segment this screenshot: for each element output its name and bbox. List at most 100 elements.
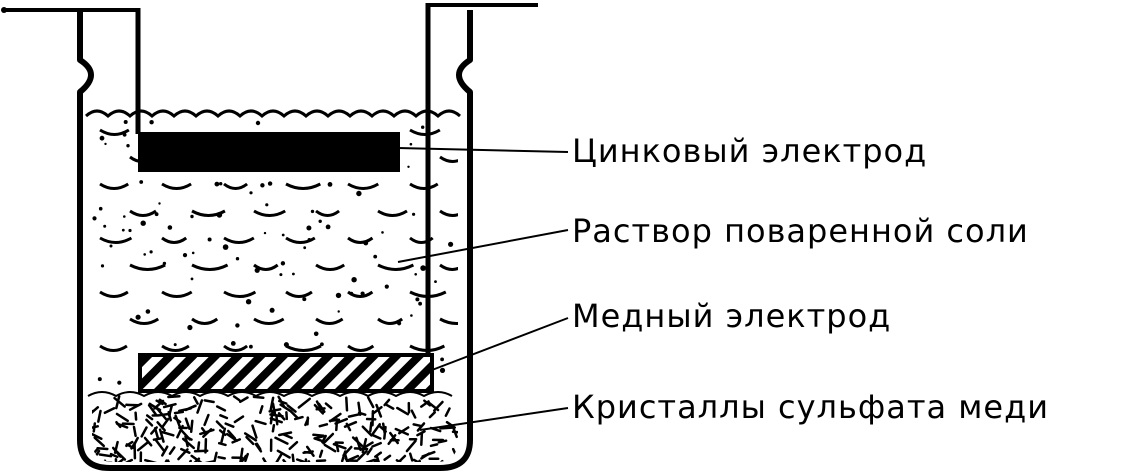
- label-salt-solution: Раствор поваренной соли: [572, 212, 1029, 250]
- crystal-mark: [395, 459, 405, 462]
- crystal-mark: [420, 431, 424, 446]
- crystal-mark: [361, 425, 373, 437]
- crystal-mark: [275, 415, 279, 426]
- crystal-mark: [371, 433, 382, 440]
- crystal-mark: [277, 412, 286, 421]
- solution-dot: [407, 165, 410, 168]
- solution-wave-mark: [315, 209, 340, 217]
- solution-wave-mark: [285, 344, 322, 352]
- crystal-mark: [161, 430, 175, 437]
- zinc-electrode: [138, 132, 400, 172]
- solution-dot: [318, 219, 322, 223]
- crystal-mark: [383, 454, 392, 461]
- crystal-mark: [353, 447, 369, 451]
- crystal-mark: [357, 411, 367, 416]
- crystal-mark: [282, 458, 290, 462]
- solution-dot: [123, 120, 128, 124]
- solution-dot: [410, 314, 413, 317]
- solution-dot: [303, 246, 307, 250]
- solution-dot: [249, 344, 253, 349]
- solution-dot: [292, 272, 295, 276]
- crystal-mark: [451, 447, 458, 458]
- solution-dot: [397, 321, 402, 326]
- solution-dot: [99, 135, 105, 141]
- solution-wave-mark: [223, 182, 249, 190]
- crystal-mark: [196, 399, 204, 414]
- solution-dot: [117, 380, 122, 385]
- crystal-mark: [428, 411, 437, 419]
- solution-dot: [182, 253, 188, 258]
- crystal-mark: [370, 458, 377, 462]
- crystal-mark: [374, 451, 383, 458]
- solution-dot: [140, 220, 146, 226]
- crystal-mark: [196, 441, 201, 451]
- crystal-mark: [155, 407, 168, 421]
- crystal-mark: [412, 423, 422, 428]
- solution-wave-mark: [191, 209, 226, 217]
- crystal-mark: [203, 399, 215, 404]
- crystal-mark: [398, 454, 407, 462]
- crystal-mark: [215, 420, 225, 429]
- crystal-mark: [394, 427, 410, 436]
- crystal-mark: [324, 402, 333, 410]
- crystal-mark: [226, 429, 237, 440]
- solution-dot: [415, 297, 420, 302]
- crystal-mark: [405, 439, 417, 453]
- solution-wave-mark: [129, 263, 166, 271]
- solution-dot: [216, 212, 223, 218]
- crystal-mark: [217, 441, 227, 447]
- crystal-mark: [276, 449, 291, 459]
- crystal-mark: [154, 439, 165, 452]
- solution-dot: [320, 342, 324, 347]
- crystal-mark: [150, 426, 158, 435]
- crystal-mark: [132, 425, 137, 438]
- crystal-mark: [125, 458, 134, 462]
- solution-dot: [190, 277, 194, 281]
- crystal-mark: [125, 440, 134, 448]
- crystal-mark: [215, 405, 227, 412]
- solution-dot: [373, 254, 378, 259]
- solution-dot: [418, 301, 422, 306]
- crystal-mark: [245, 435, 255, 446]
- solution-dot: [283, 342, 289, 348]
- solution-dot: [191, 251, 195, 255]
- solution-wave-mark: [223, 290, 257, 298]
- crystal-mark: [412, 458, 425, 462]
- solution-dot: [249, 191, 253, 195]
- solution-wave-mark: [439, 155, 458, 163]
- crystal-mark: [190, 454, 204, 462]
- solution-dot: [128, 228, 132, 233]
- solution-wave-mark: [409, 236, 434, 244]
- label-copper-electrode: Медный электрод: [572, 297, 891, 335]
- crystal-mark: [365, 458, 376, 462]
- solution-dot: [351, 277, 357, 283]
- solution-dot: [381, 231, 384, 234]
- crystal-mark: [180, 447, 191, 454]
- crystal-mark: [444, 407, 451, 417]
- solution-wave-mark: [223, 344, 249, 352]
- crystal-mark: [269, 410, 274, 425]
- solution-wave-mark: [253, 317, 285, 325]
- crystal-mark: [251, 424, 258, 439]
- crystal-mark: [375, 403, 383, 418]
- solution-dot: [306, 225, 312, 231]
- wire-left: [1, 7, 138, 13]
- solution-dot: [360, 291, 365, 296]
- solution-wave-mark: [377, 263, 415, 271]
- solution-dot: [337, 310, 340, 313]
- solution-dot: [421, 125, 425, 129]
- solution-dot: [143, 253, 146, 256]
- crystal-mark: [318, 449, 324, 458]
- solution-dot: [439, 367, 446, 373]
- crystal-mark: [271, 423, 276, 433]
- crystal-mark: [375, 455, 383, 462]
- crystal-mark: [289, 410, 299, 420]
- solution-wave-mark: [409, 128, 441, 136]
- glass-jar: [77, 10, 473, 471]
- crystal-mark: [297, 397, 312, 409]
- crystal-mark: [262, 457, 271, 462]
- crystal-mark: [252, 395, 265, 400]
- crystal-mark: [278, 399, 288, 405]
- crystal-mark: [451, 430, 458, 434]
- crystal-mark: [275, 453, 283, 462]
